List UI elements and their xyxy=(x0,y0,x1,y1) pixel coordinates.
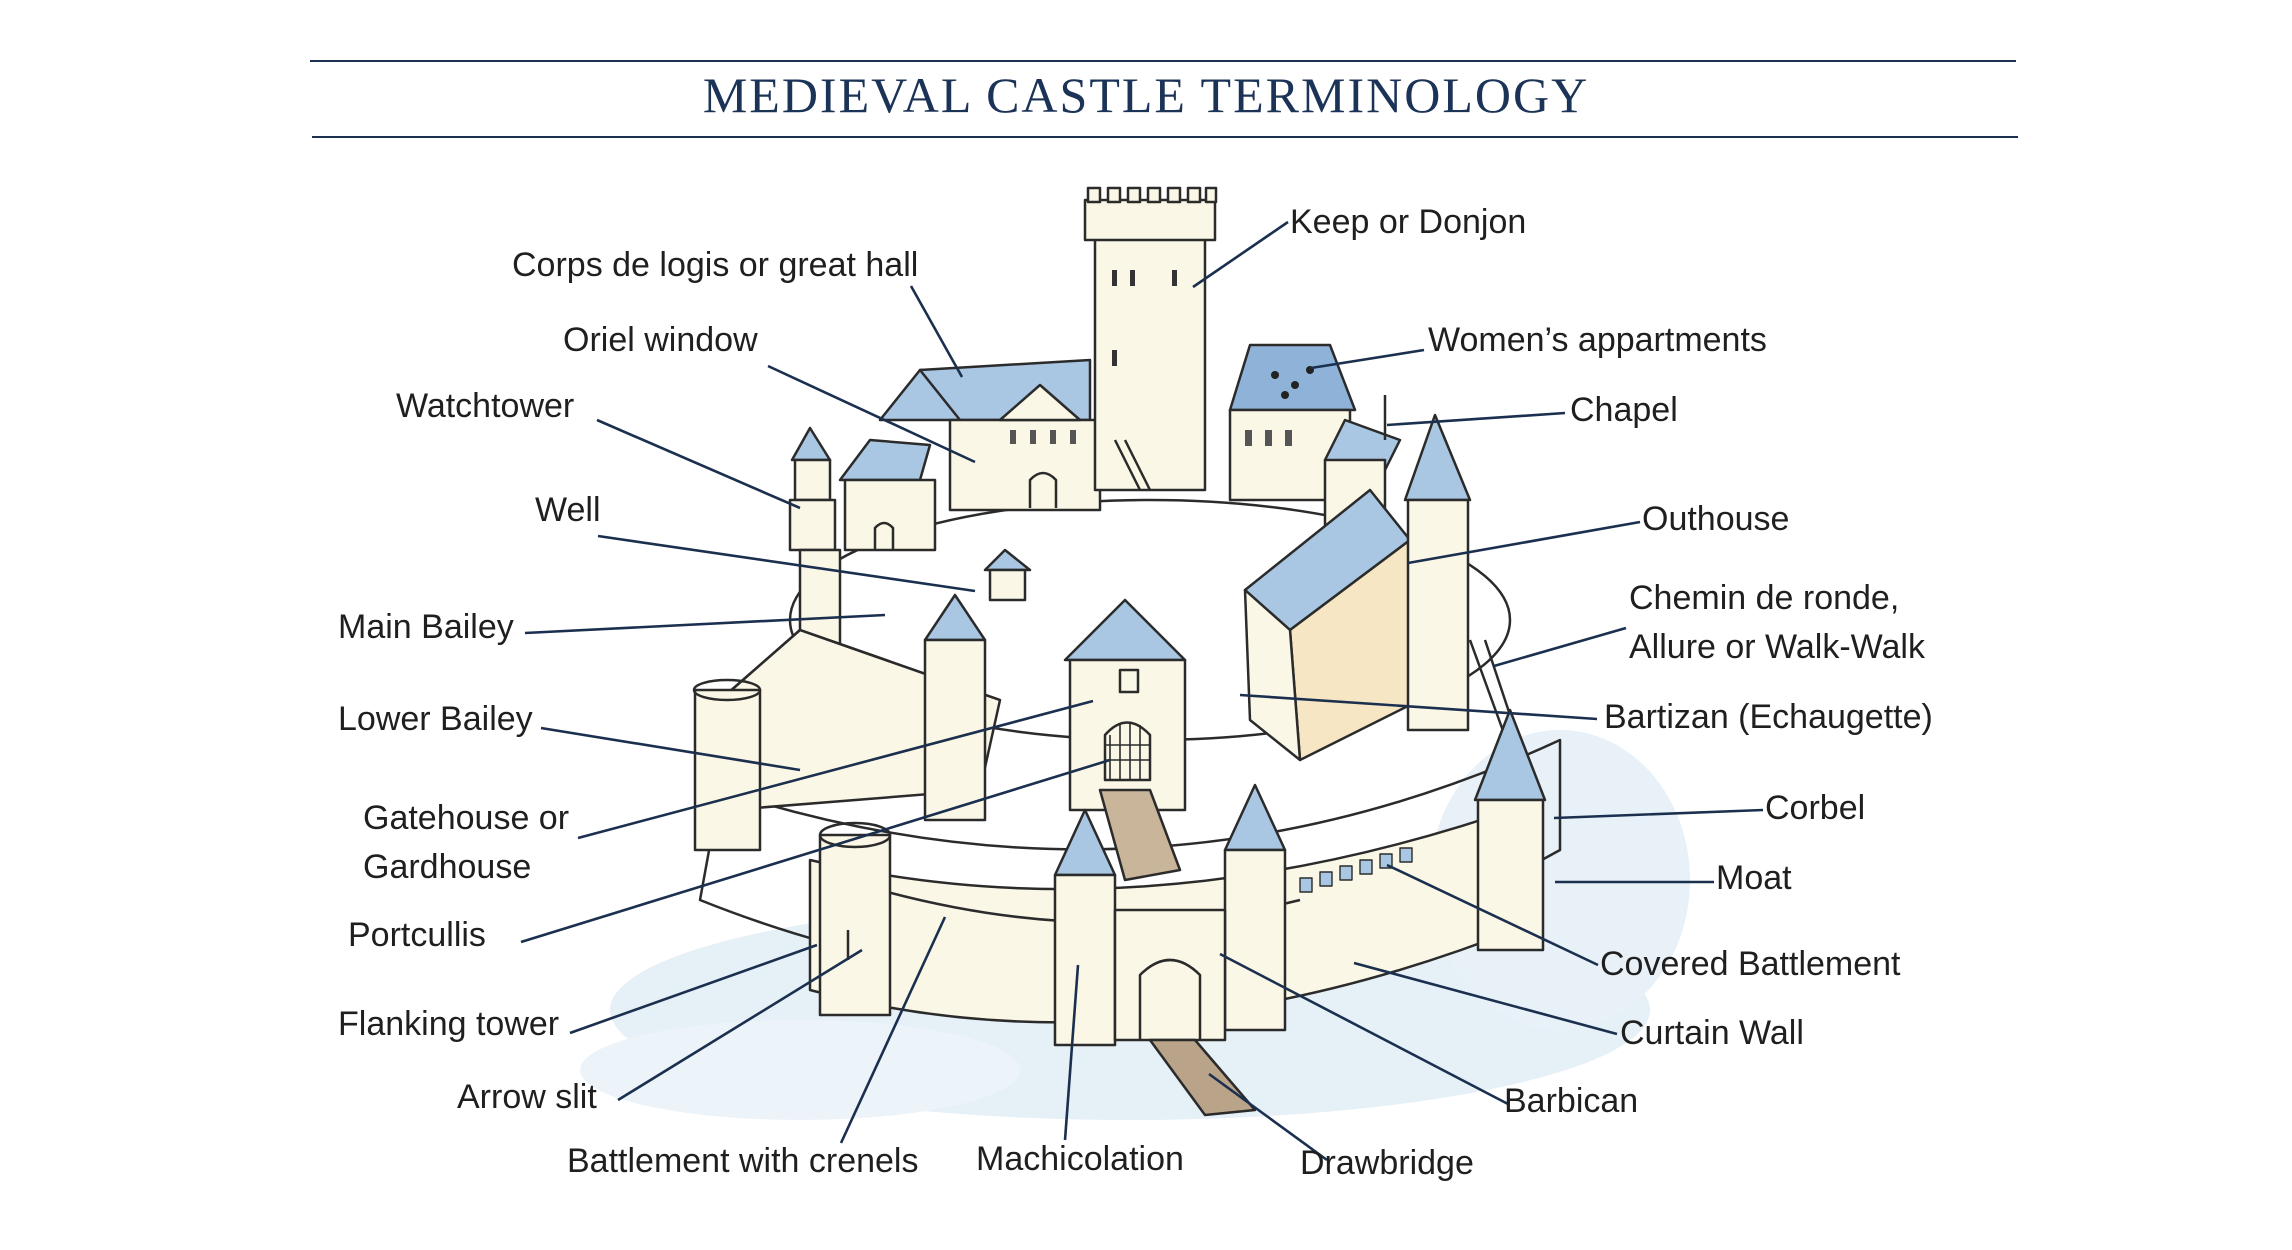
label-portcullis: Portcullis xyxy=(348,916,486,954)
label-well: Well xyxy=(535,491,601,529)
title-rule-bottom xyxy=(312,136,2018,138)
great-hall xyxy=(878,358,1102,512)
gatehouse-structure xyxy=(1063,598,1187,882)
page-title: MEDIEVAL CASTLE TERMINOLOGY xyxy=(702,67,1590,123)
label-gatehouse-line2: Gardhouse xyxy=(363,848,532,886)
label-corbel: Corbel xyxy=(1765,789,1866,827)
title-rule-top xyxy=(310,60,2016,62)
front-flanking-tower xyxy=(818,821,892,1017)
label-corps-de-logis: Corps de logis or great hall xyxy=(512,246,919,284)
right-corner-tower xyxy=(1403,413,1522,751)
label-outhouse: Outhouse xyxy=(1642,500,1790,538)
label-barbican: Barbican xyxy=(1504,1082,1639,1120)
leader-lines xyxy=(520,220,1764,1162)
label-machicolation: Machicolation xyxy=(976,1140,1184,1178)
label-gatehouse-line1: Gatehouse or xyxy=(363,799,570,837)
left-buildings xyxy=(838,438,937,552)
label-main-bailey: Main Bailey xyxy=(338,608,514,646)
label-moat: Moat xyxy=(1716,859,1792,897)
label-flanking-tower: Flanking tower xyxy=(338,1005,560,1043)
label-lower-bailey: Lower Bailey xyxy=(338,700,533,738)
lower-left-tower xyxy=(692,678,762,852)
label-battlement-with-crenels: Battlement with crenels xyxy=(567,1142,919,1180)
label-chemin-line2: Allure or Walk-Walk xyxy=(1629,628,1925,666)
well-structure xyxy=(983,548,1032,602)
label-curtain-wall: Curtain Wall xyxy=(1620,1014,1804,1052)
keep-tower xyxy=(1083,186,1218,492)
label-chemin-line1: Chemin de ronde, xyxy=(1629,579,1900,617)
label-chapel: Chapel xyxy=(1570,391,1678,429)
outhouse-building xyxy=(1243,488,1422,762)
right-front-tower xyxy=(1473,708,1547,952)
label-oriel-window: Oriel window xyxy=(563,321,758,359)
drawbridge-deck xyxy=(1148,1038,1257,1117)
label-watchtower: Watchtower xyxy=(396,387,575,425)
label-womens-appartments: Women’s appartments xyxy=(1428,321,1767,359)
label-arrow-slit: Arrow slit xyxy=(457,1078,597,1116)
label-keep: Keep or Donjon xyxy=(1290,203,1527,241)
inner-tower-left xyxy=(923,593,987,822)
barbican-towers xyxy=(1053,783,1287,1047)
label-covered-battlement: Covered Battlement xyxy=(1600,945,1901,983)
label-bartizan: Bartizan (Echaugette) xyxy=(1604,698,1933,736)
label-drawbridge: Drawbridge xyxy=(1300,1144,1474,1182)
